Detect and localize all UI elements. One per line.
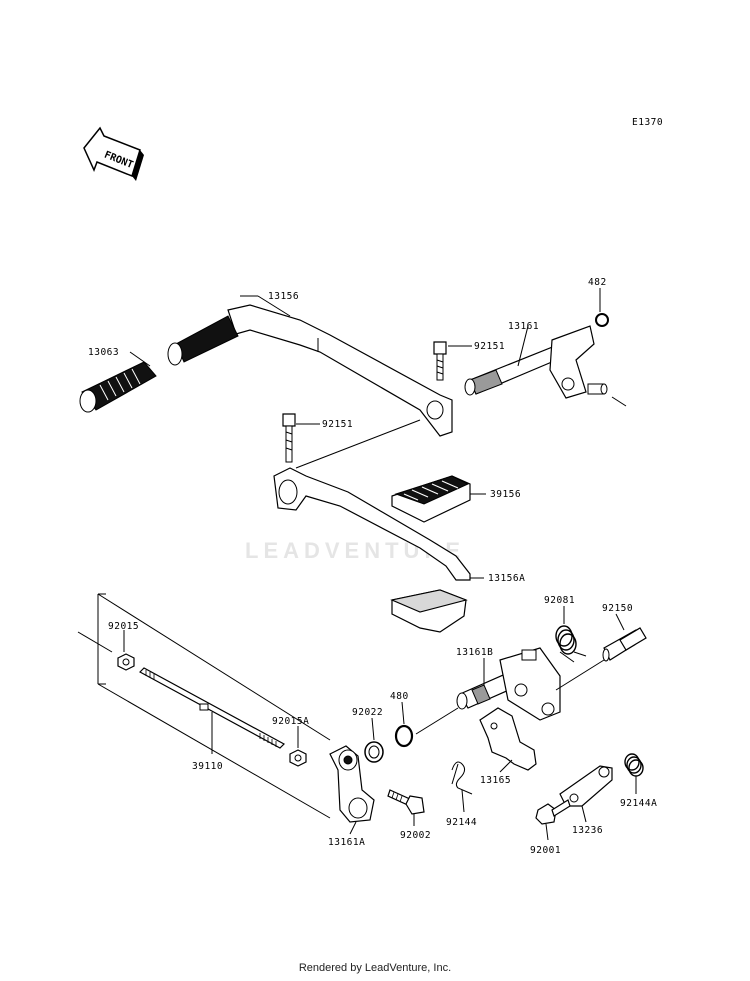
label-92151-upper: 92151 [474, 341, 505, 352]
shift-shaft-13161B [456, 647, 561, 721]
label-13161B: 13161B [456, 647, 493, 658]
label-39110: 39110 [192, 761, 223, 772]
pin-92150 [602, 627, 647, 662]
label-13156A: 13156A [488, 573, 525, 584]
label-92150: 92150 [602, 603, 633, 614]
shift-pedal-rubber [79, 361, 157, 413]
label-13165: 13165 [480, 775, 511, 786]
shift-pedal-13156A [273, 467, 471, 633]
label-92144: 92144 [446, 817, 477, 828]
label-13161A: 13161A [328, 837, 365, 848]
label-92001: 92001 [530, 845, 561, 856]
label-482: 482 [588, 277, 607, 288]
label-13161: 13161 [508, 321, 539, 332]
spring-92081 [555, 625, 587, 663]
nut-92015A [289, 749, 307, 767]
label-92144A: 92144A [620, 798, 657, 809]
bolt-92001 [535, 799, 571, 825]
label-92151-lower: 92151 [322, 419, 353, 430]
nut-92015 [117, 653, 135, 671]
front-arrow-icon: FRONT [83, 126, 144, 181]
label-92081: 92081 [544, 595, 575, 606]
footer-credit: Rendered by LeadVenture, Inc. [298, 962, 452, 974]
label-92022: 92022 [352, 707, 383, 718]
label-13063: 13063 [88, 347, 119, 358]
label-92002: 92002 [400, 830, 431, 841]
leader-lines [123, 288, 637, 841]
label-13236: 13236 [572, 825, 603, 836]
shift-pedal [167, 304, 453, 437]
bolt-92151-lower [282, 413, 296, 463]
shift-plate-13165 [479, 707, 537, 771]
circlip-480 [394, 724, 414, 748]
part-labels: 13063 13156 92151 13161 482 92151 39156 … [88, 277, 657, 856]
shift-arm-13161A [329, 745, 375, 823]
pedal-pad-39156 [391, 475, 471, 523]
label-92015A: 92015A [272, 716, 309, 727]
washer-92022 [364, 741, 384, 763]
bolt-92151-upper [433, 341, 447, 381]
circlip-482 [595, 313, 609, 327]
tie-rod-39110 [139, 667, 285, 749]
shift-shaft-13161 [464, 325, 608, 399]
label-480: 480 [390, 691, 409, 702]
label-13156: 13156 [268, 291, 299, 302]
diagram-code: E1370 [632, 117, 663, 128]
spring-92144 [451, 761, 473, 795]
label-39156: 39156 [490, 489, 521, 500]
assembly-bracket-lines [77, 593, 331, 819]
bolt-92002 [387, 789, 425, 815]
label-92015: 92015 [108, 621, 139, 632]
spring-92144A [624, 753, 644, 777]
